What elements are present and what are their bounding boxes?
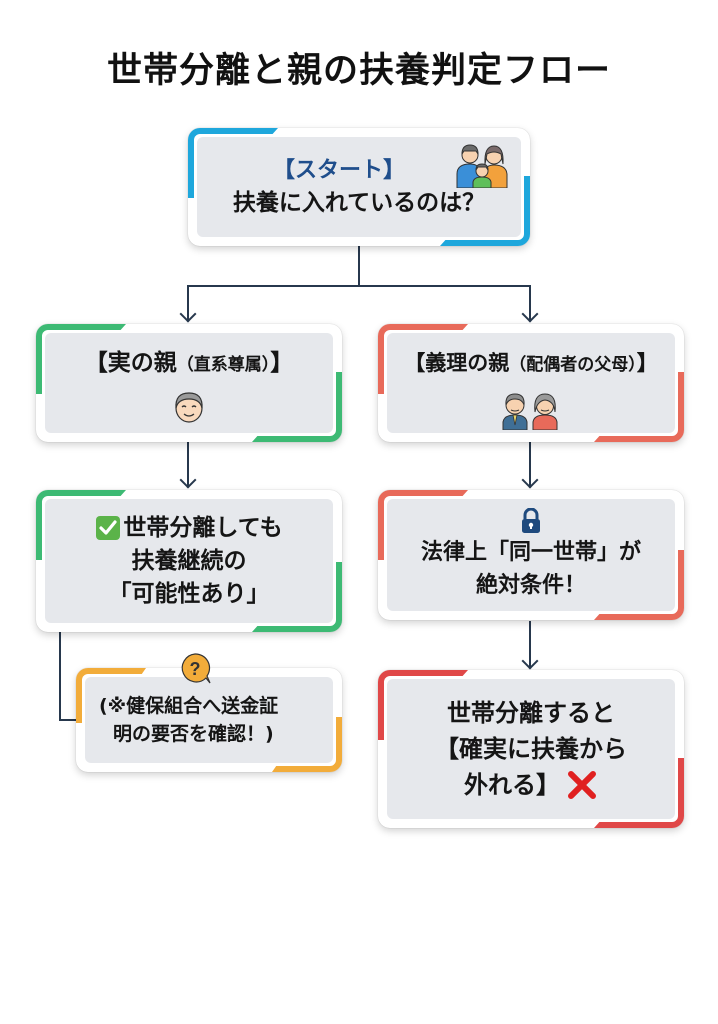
real-result-line3: 「可能性あり」: [108, 580, 270, 607]
real-result-line1-row: 世帯分離しても: [95, 512, 283, 545]
connector-real-down: [187, 442, 189, 486]
arrow-head-inlaw-condition: [521, 652, 539, 670]
in-law-parent-label-main: 【義理の親: [404, 351, 510, 375]
elderly-couple-icon: [502, 393, 558, 430]
accent-corner: [594, 758, 684, 828]
in-law-condition-node: 法律上「同一世帯」が 絶対条件！: [378, 490, 684, 620]
real-parent-node: 【実の親（直系尊属）】: [36, 324, 342, 442]
svg-text:?: ?: [190, 659, 201, 679]
in-law-condition-line1: 法律上「同一世帯」が: [420, 540, 641, 565]
in-law-parent-label-sub: （配偶者の父母）: [509, 355, 637, 375]
family-icon: [456, 144, 508, 188]
in-law-result-line3: 外れる】: [464, 771, 560, 799]
grandparent-face-icon: [175, 392, 203, 423]
accent-corner: [378, 324, 468, 394]
accent-corner: [440, 176, 530, 246]
connector-branch-right: [529, 285, 531, 321]
accent-corner: [252, 562, 342, 632]
in-law-result-line3-row: 外れる】: [464, 767, 598, 803]
accent-corner: [36, 490, 126, 560]
start-label: 【スタート】: [272, 158, 405, 183]
in-law-result-line1: 世帯分離すると: [447, 699, 615, 727]
start-node: 【スタート】 扶養に入れているのは？: [188, 128, 530, 246]
cross-icon: [568, 771, 596, 799]
arrow-head-right: [521, 305, 539, 323]
in-law-parent-label: 【義理の親（配偶者の父母）】: [404, 347, 658, 382]
note-line1: (※健保組合へ送金証: [99, 695, 279, 717]
real-parent-result-node: 世帯分離しても 扶養継続の 「可能性あり」: [36, 490, 342, 632]
accent-corner: [378, 490, 468, 560]
accent-corner: [594, 550, 684, 620]
start-question: 扶養に入れているのは？: [232, 190, 486, 216]
real-parent-label-close: 】: [270, 350, 294, 376]
arrow-head-inlaw: [521, 471, 539, 489]
check-icon: [96, 516, 121, 540]
connector-note-vertical: [59, 631, 61, 721]
connector-start-down: [358, 244, 360, 286]
arrow-head-real: [179, 471, 197, 489]
in-law-condition-line2: 絶対条件！: [475, 573, 586, 598]
connector-note-horizontal: [59, 719, 81, 721]
in-law-parent-node: 【義理の親（配偶者の父母）】: [378, 324, 684, 442]
note-node: (※健保組合へ送金証 明の要否を確認！): [76, 668, 342, 772]
page-title: 世帯分離と親の扶養判定フロー: [106, 51, 611, 91]
real-result-line1: 世帯分離しても: [123, 514, 283, 541]
lock-icon: [522, 508, 540, 533]
note-line2: 明の要否を確認！): [113, 723, 274, 745]
accent-corner: [378, 670, 468, 740]
connector-branch-left: [187, 285, 189, 321]
accent-corner: [252, 372, 342, 442]
real-result-line2: 扶養継続の: [131, 547, 247, 574]
in-law-result-node: 世帯分離すると 【確実に扶養から 外れる】: [378, 670, 684, 828]
real-parent-label: 【実の親（直系尊属）】: [85, 347, 294, 382]
question-icon: ?: [181, 653, 211, 684]
real-parent-label-sub: （直系尊属）: [176, 355, 271, 375]
accent-corner: [76, 668, 146, 723]
accent-corner: [36, 324, 126, 394]
connector-inlaw-condition-down: [529, 621, 531, 667]
accent-corner: [272, 717, 342, 772]
arrow-head-left: [179, 305, 197, 323]
accent-corner: [594, 372, 684, 442]
accent-corner: [188, 128, 278, 198]
connector-branch-horizontal: [187, 285, 530, 287]
real-parent-label-main: 【実の親: [84, 350, 177, 376]
in-law-parent-label-close: 】: [636, 351, 658, 375]
connector-inlaw-down: [529, 442, 531, 486]
in-law-result-line2: 【確実に扶養から: [435, 735, 627, 763]
